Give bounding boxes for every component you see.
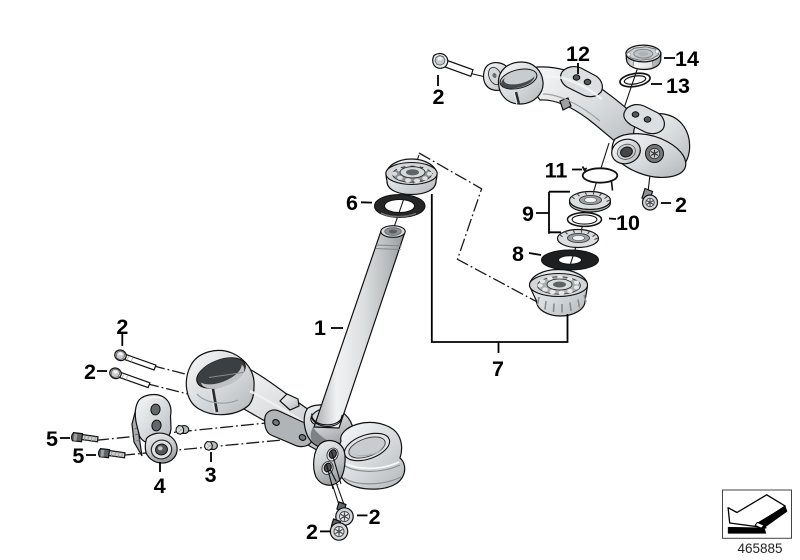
svg-text:10: 10 [616,211,640,235]
svg-text:2: 2 [433,85,445,109]
svg-text:5: 5 [72,444,84,468]
svg-text:2: 2 [84,360,96,384]
svg-text:7: 7 [492,357,504,381]
svg-text:4: 4 [154,474,166,498]
svg-text:9: 9 [522,202,534,226]
svg-text:2: 2 [306,520,318,544]
svg-text:3: 3 [205,463,217,487]
svg-text:465885: 465885 [737,541,782,556]
svg-text:2: 2 [369,505,381,529]
svg-text:1: 1 [314,316,326,340]
svg-text:13: 13 [666,74,690,98]
svg-text:6: 6 [346,191,358,215]
svg-text:2: 2 [675,193,687,217]
svg-text:14: 14 [675,47,699,71]
svg-text:11: 11 [545,159,568,183]
svg-text:12: 12 [566,42,590,66]
svg-text:5: 5 [46,427,58,451]
svg-text:8: 8 [512,242,524,266]
svg-text:2: 2 [116,315,128,339]
